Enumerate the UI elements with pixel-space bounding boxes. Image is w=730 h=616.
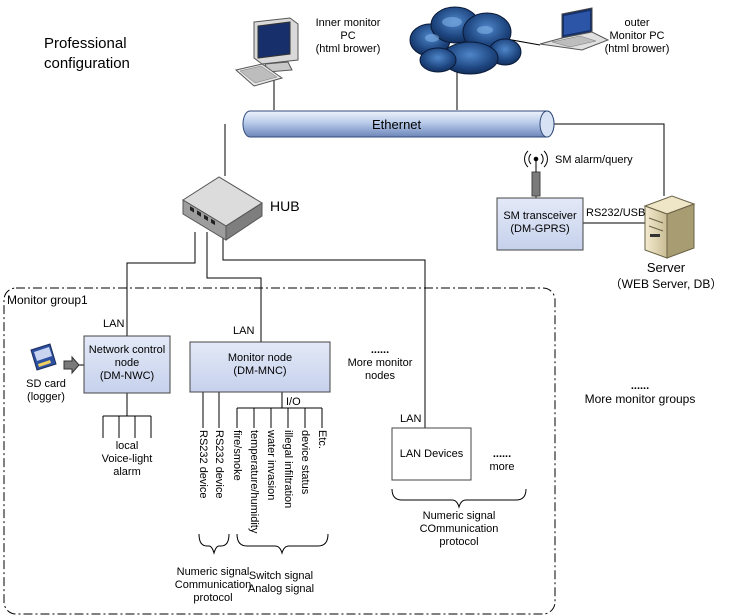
inner-pc-icon <box>234 17 299 87</box>
lan-label-devices: LAN <box>400 413 422 425</box>
outer-pc-label-line2: Monitor PC <box>609 30 665 42</box>
hub-icon <box>182 176 263 241</box>
lan-brace <box>391 488 527 509</box>
outer-laptop-icon <box>539 7 610 51</box>
server-label-line1: Server <box>646 260 686 275</box>
nwc-node-box <box>83 335 171 394</box>
numeric-rs-line1: Numeric signal <box>176 566 250 578</box>
lan-devices-label: LAN Devices <box>399 448 464 460</box>
hub-to-mnc-line <box>206 232 262 342</box>
rs-brace <box>198 533 230 555</box>
outer-pc-label-line1: outer <box>624 17 650 29</box>
io-signal-temperature-humidity: temperature/humidity <box>248 430 260 534</box>
sm-transceiver-line2: (DM-GPRS) <box>510 223 570 235</box>
outer-pc-label-line3: (html brower) <box>604 43 670 55</box>
switch-signal-line1: Switch signal <box>248 570 314 582</box>
io-signal-device-status: device status <box>299 430 311 495</box>
server-label: Server （WEB Server, DB） <box>602 260 730 292</box>
switch-signal-line2: Analog signal <box>247 583 315 595</box>
rs232-device-2: RS232 device <box>213 430 225 499</box>
nwc-node-label: Network control node (DM-NWC) <box>84 344 170 383</box>
io-signal-illegal-infiltration: illegal infiltration <box>282 430 294 509</box>
sm-transceiver-box <box>496 197 584 251</box>
title-line2: configuration <box>44 55 130 72</box>
more-groups: ...... More monitor groups <box>570 380 710 406</box>
hub-to-lan-devices-line <box>222 232 426 428</box>
internet-cloud-icon <box>409 6 522 75</box>
more-devices-dots: ...... <box>492 448 512 460</box>
lan-label-nwc: LAN <box>103 318 125 330</box>
sm-alarm-label: SM alarm/query <box>555 154 633 166</box>
io-label: I/O <box>286 396 301 408</box>
sm-transceiver-line1: SM transceiver <box>503 210 577 222</box>
sd-card-line2: (logger) <box>27 391 65 403</box>
local-alarm-line3: alarm <box>113 466 141 478</box>
connection-lines <box>72 36 665 438</box>
braces <box>198 488 527 555</box>
more-groups-dots: ...... <box>630 380 650 392</box>
nwc-node-line1: Network control <box>88 344 166 356</box>
nwc-node-line3: (DM-NWC) <box>99 370 155 382</box>
numeric-lan-line3: protocol <box>439 536 479 548</box>
lan-label-mnc: LAN <box>233 325 255 337</box>
sd-card-icon <box>30 343 57 371</box>
server-icon <box>643 195 696 259</box>
local-alarm-line2: Voice-light <box>101 453 153 465</box>
switch-signal-label: Switch signal Analog signal <box>236 570 326 596</box>
mnc-node-line2: (DM-MNC) <box>233 365 287 377</box>
sd-card-line1: SD card <box>26 378 66 390</box>
rs232-device-1: RS232 device <box>197 430 209 499</box>
server-label-line2: （WEB Server, DB） <box>609 277 723 291</box>
inner-pc-label-line2: PC <box>340 30 356 42</box>
ethernet-label: Ethernet <box>372 117 422 132</box>
monitor-group-border <box>3 287 556 615</box>
rs232usb-label: RS232/USB <box>586 207 646 219</box>
io-brace <box>236 533 329 555</box>
numeric-rs-line2: Communication <box>174 579 252 591</box>
mnc-node-label: Monitor node (DM-MNC) <box>190 352 330 378</box>
more-devices: ...... more <box>482 448 522 474</box>
outer-pc-label: outer Monitor PC (html brower) <box>594 17 680 56</box>
inner-pc-label-line3: (html brower) <box>315 43 381 55</box>
io-signal-fire-smoke: fire/smoke <box>231 430 243 481</box>
numeric-lan-line2: COmmunication <box>419 523 499 535</box>
numeric-lan-line1: Numeric signal <box>422 510 496 522</box>
more-nodes-line1: More monitor <box>347 357 413 369</box>
hub-label: HUB <box>270 198 300 214</box>
numeric-lan-label: Numeric signal COmmunication protocol <box>404 510 514 549</box>
local-alarm-line1: local <box>115 440 139 452</box>
more-devices-label: more <box>489 461 515 473</box>
io-signal-water-invasion: water invasion <box>265 430 277 501</box>
more-groups-label: More monitor groups <box>584 392 696 406</box>
numeric-rs-label: Numeric signal Communication protocol <box>158 566 268 605</box>
title-line1: Professional <box>44 35 127 52</box>
sd-card-label: SD card (logger) <box>18 378 74 404</box>
local-alarm-label: local Voice-light alarm <box>92 440 162 479</box>
numeric-rs-line3: protocol <box>193 592 233 604</box>
mnc-node-line1: Monitor node <box>227 352 293 364</box>
sm-transceiver-label: SM transceiver (DM-GPRS) <box>497 210 583 236</box>
inner-pc-label-line1: Inner monitor <box>315 17 381 29</box>
more-nodes-line2: nodes <box>365 370 395 382</box>
hub-to-nwc-line <box>126 232 196 336</box>
inner-pc-label: Inner monitor PC (html brower) <box>307 17 389 56</box>
antenna-icon <box>524 150 548 197</box>
ethernet-to-server-line <box>554 123 665 196</box>
mnc-node-box <box>189 341 331 393</box>
io-signal-etc: Etc. <box>316 430 328 449</box>
ethernet-pipe <box>242 110 555 138</box>
more-nodes: ...... More monitor nodes <box>340 344 420 383</box>
more-nodes-dots: ...... <box>370 344 390 356</box>
monitor-group-label: Monitor group1 <box>7 293 88 307</box>
arrow-icon <box>63 355 80 375</box>
lan-devices-box <box>391 427 472 481</box>
nwc-node-line2: node <box>114 357 140 369</box>
